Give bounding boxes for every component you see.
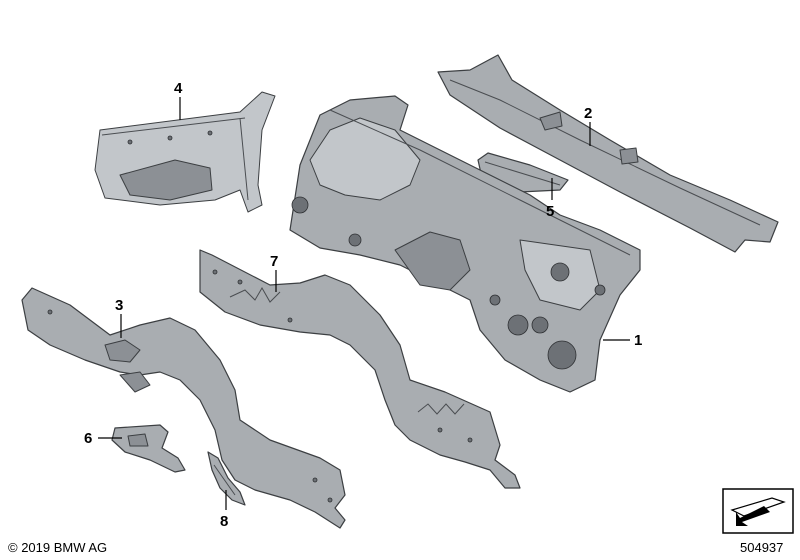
arrow-nav-icon[interactable] [722, 488, 794, 534]
part-4-upper-side-panel[interactable] [94, 91, 276, 213]
part-2-cowl-panel[interactable] [437, 54, 779, 253]
callout-number-4: 4 [174, 80, 183, 97]
callout-2[interactable]: 2 [584, 105, 592, 146]
part-3-wheelhouse-left[interactable] [21, 287, 346, 529]
callout-7[interactable]: 7 [270, 253, 278, 292]
part-7-wheelhouse-right[interactable] [199, 249, 521, 489]
diagram-id-text: 504937 [740, 540, 784, 555]
part-6-insulation-piece[interactable] [111, 424, 186, 473]
callout-1[interactable]: 1 [603, 332, 642, 349]
callout-number-2: 2 [584, 105, 592, 122]
callout-number-8: 8 [220, 513, 228, 530]
callout-number-3: 3 [115, 297, 123, 314]
callout-3[interactable]: 3 [115, 297, 123, 338]
copyright-text: © 2019 BMW AG [8, 540, 108, 555]
callout-number-6: 6 [84, 430, 92, 447]
callout-8[interactable]: 8 [220, 490, 228, 530]
callout-5[interactable]: 5 [546, 178, 554, 220]
callout-number-5: 5 [546, 203, 554, 220]
callout-number-7: 7 [270, 253, 278, 270]
callout-number-1: 1 [634, 332, 642, 349]
part-8-small-insulation[interactable] [207, 451, 246, 506]
part-1-bulkhead[interactable] [289, 95, 641, 393]
callout-4[interactable]: 4 [174, 80, 183, 120]
callout-6[interactable]: 6 [84, 430, 122, 447]
